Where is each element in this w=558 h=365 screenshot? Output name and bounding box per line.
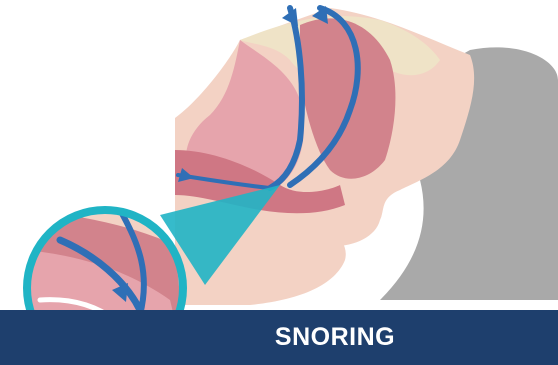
caption-banner: SNORING bbox=[0, 310, 558, 365]
caption-label: SNORING bbox=[163, 323, 395, 352]
